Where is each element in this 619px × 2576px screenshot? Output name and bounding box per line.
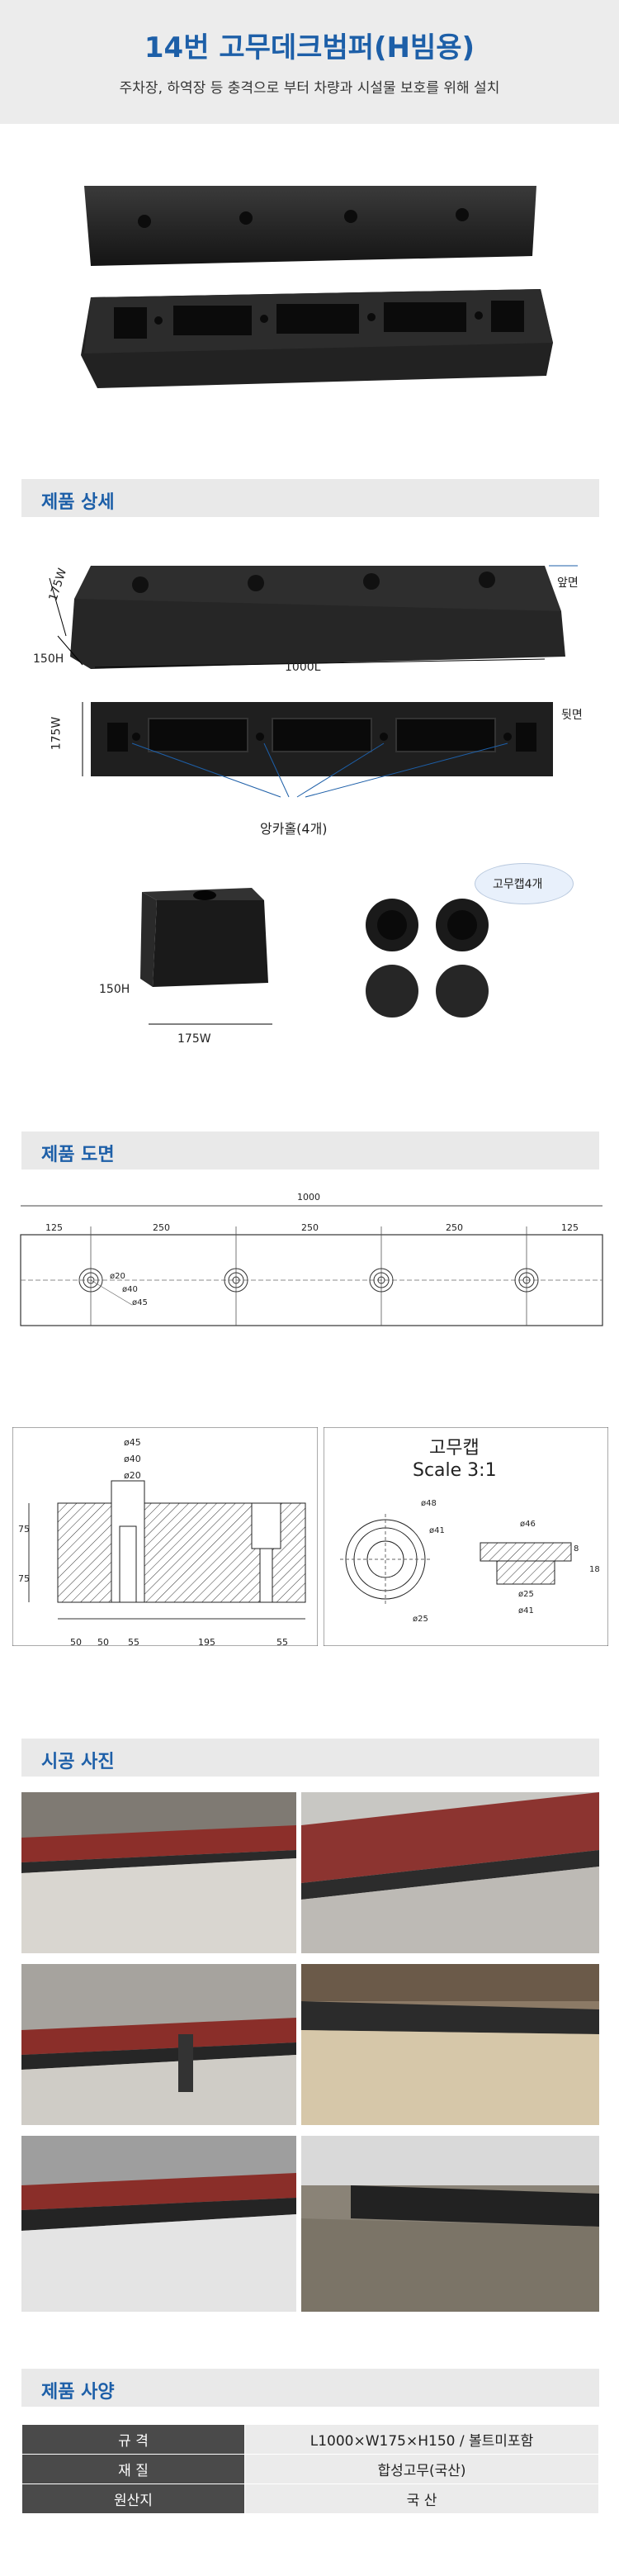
spec-value: 합성고무(국산) xyxy=(244,2454,599,2484)
plan-seg1: 125 xyxy=(45,1222,63,1233)
spec-key: 원산지 xyxy=(21,2483,245,2514)
section-b2: 50 xyxy=(97,1637,109,1648)
cube-sample-image xyxy=(140,888,272,1025)
section-header-drawing: 제품 도면 xyxy=(21,1131,599,1169)
front-label: 앞면 xyxy=(557,576,579,590)
install-photo-2 xyxy=(301,1792,599,1953)
spec-key: 재 질 xyxy=(21,2454,245,2484)
plan-seg3: 250 xyxy=(301,1222,319,1233)
spec-row: 재 질 합성고무(국산) xyxy=(21,2454,599,2484)
section-h1: 75 xyxy=(18,1524,30,1535)
section-h2: 75 xyxy=(18,1573,30,1584)
section-drawing xyxy=(12,1427,318,1646)
cube-label-w: 175W xyxy=(177,1032,211,1046)
plan-total-length: 1000 xyxy=(297,1192,320,1203)
anchor-holes-label: 앙카홀(4개) xyxy=(260,821,328,837)
cap-title: 고무캡 xyxy=(429,1438,480,1459)
section-b5: 55 xyxy=(276,1637,288,1648)
rubber-caps-image xyxy=(366,899,489,1018)
detail-front-view xyxy=(49,565,578,669)
section-title-detail: 제품 상세 xyxy=(41,492,115,513)
cap-s41: ø41 xyxy=(518,1606,534,1615)
hero-product-image xyxy=(81,186,553,388)
section-b1: 50 xyxy=(70,1637,82,1648)
install-photo-4 xyxy=(301,1964,599,2125)
cap-drawing xyxy=(324,1427,608,1646)
cap-d41: ø41 xyxy=(429,1526,445,1535)
section-header-spec: 제품 사양 xyxy=(21,2369,599,2407)
spec-row: 규 격 L1000×W175×H150 / 볼트미포함 xyxy=(21,2424,599,2455)
section-d20: ø20 xyxy=(124,1470,141,1481)
install-photo-3 xyxy=(21,1964,296,2125)
section-title-spec: 제품 사양 xyxy=(41,2382,115,2403)
page-title: 14번 고무데크범퍼(H빔용) xyxy=(144,31,475,64)
plan-seg5: 125 xyxy=(561,1222,579,1233)
plan-seg4: 250 xyxy=(446,1222,463,1233)
cap-s25: ø25 xyxy=(518,1590,534,1599)
plan-drawing xyxy=(20,1205,603,1326)
cap-d25: ø25 xyxy=(413,1615,428,1624)
plan-seg2: 250 xyxy=(153,1222,170,1233)
install-photo-5 xyxy=(21,2136,296,2312)
spec-key: 규 격 xyxy=(21,2424,245,2455)
section-title-drawing: 제품 도면 xyxy=(41,1145,115,1165)
cap-scale: Scale 3:1 xyxy=(413,1460,497,1481)
section-d40: ø40 xyxy=(124,1454,141,1464)
cube-label-h: 150H xyxy=(99,983,130,996)
back-label: 뒷면 xyxy=(561,709,583,722)
dim-label-w2: 175W xyxy=(50,716,64,751)
section-title-install: 시공 사진 xyxy=(41,1752,115,1772)
caps-callout-bubble xyxy=(475,863,574,904)
cap-s46: ø46 xyxy=(520,1520,536,1529)
dim-label-l: 1000L xyxy=(285,661,321,674)
install-photo-6 xyxy=(301,2136,599,2312)
section-header-detail: 제품 상세 xyxy=(21,479,599,517)
detail-back-view xyxy=(82,702,553,798)
spec-value: 국 산 xyxy=(244,2483,599,2514)
dim-label-h: 150H xyxy=(33,652,64,666)
spec-row: 원산지 국 산 xyxy=(21,2483,599,2514)
cap-h18: 18 xyxy=(589,1565,600,1574)
section-header-install: 시공 사진 xyxy=(21,1739,599,1777)
cap-d48: ø48 xyxy=(421,1499,437,1508)
page-header: 14번 고무데크범퍼(H빔용) 주차장, 하역장 등 충격으로 부터 차량과 시… xyxy=(0,0,619,124)
plan-d45: ø45 xyxy=(132,1298,148,1307)
page-subtitle: 주차장, 하역장 등 충격으로 부터 차량과 시설물 보호를 위해 설치 xyxy=(119,80,500,97)
section-b3: 55 xyxy=(128,1637,139,1648)
spec-value: L1000×W175×H150 / 볼트미포함 xyxy=(244,2424,599,2455)
install-photo-1 xyxy=(21,1792,296,1953)
section-b4: 195 xyxy=(198,1637,215,1648)
section-d45: ø45 xyxy=(124,1437,141,1448)
cap-h8: 8 xyxy=(574,1544,579,1554)
plan-d40: ø40 xyxy=(122,1285,138,1294)
caps-callout-text: 고무캡4개 xyxy=(493,878,543,891)
spec-table: 규 격 L1000×W175×H150 / 볼트미포함 재 질 합성고무(국산)… xyxy=(21,2424,599,2514)
plan-d20: ø20 xyxy=(110,1272,125,1281)
